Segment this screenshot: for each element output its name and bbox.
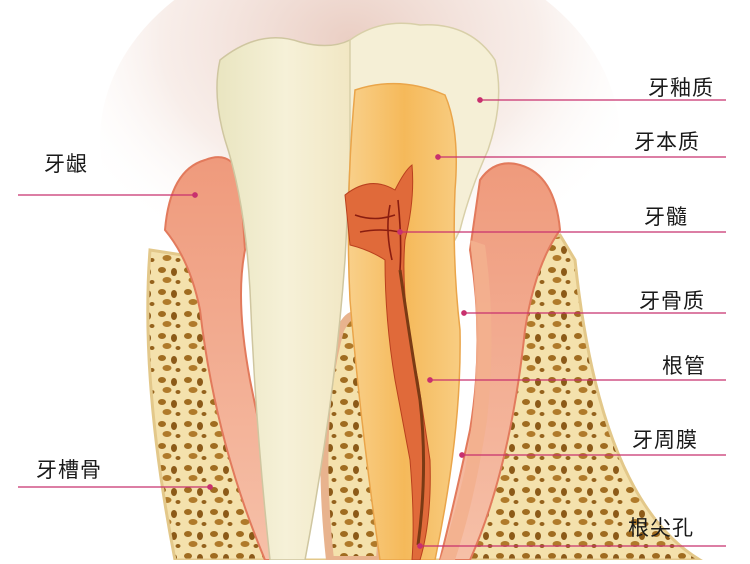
label-enamel: 牙釉质 xyxy=(648,76,714,100)
label-alveolar-bone: 牙槽骨 xyxy=(36,458,102,482)
leader-dot-gum xyxy=(192,192,198,198)
label-dentin: 牙本质 xyxy=(634,130,700,154)
leader-dot-dentin xyxy=(435,154,441,160)
label-gum: 牙龈 xyxy=(44,152,88,176)
label-cementum: 牙骨质 xyxy=(639,289,705,313)
root-canal xyxy=(398,269,426,546)
leader-dot-apical xyxy=(417,543,423,549)
label-apical-foramen: 根尖孔 xyxy=(628,516,694,540)
label-pulp: 牙髓 xyxy=(644,205,688,229)
label-root-canal: 根管 xyxy=(662,354,706,378)
label-periodontal-ligament: 牙周膜 xyxy=(632,428,698,452)
leader-dot-pulp xyxy=(397,229,403,235)
leader-dot-enamel xyxy=(477,97,483,103)
leader-dot-alveolar xyxy=(207,484,213,490)
periodontal-ligament xyxy=(440,240,492,560)
leader-dot-periodontal xyxy=(459,452,465,458)
pulp-vessels xyxy=(354,199,402,271)
leader-dot-root-canal xyxy=(427,377,433,383)
leader-dot-cementum xyxy=(461,310,467,316)
leader-lines xyxy=(18,97,726,549)
